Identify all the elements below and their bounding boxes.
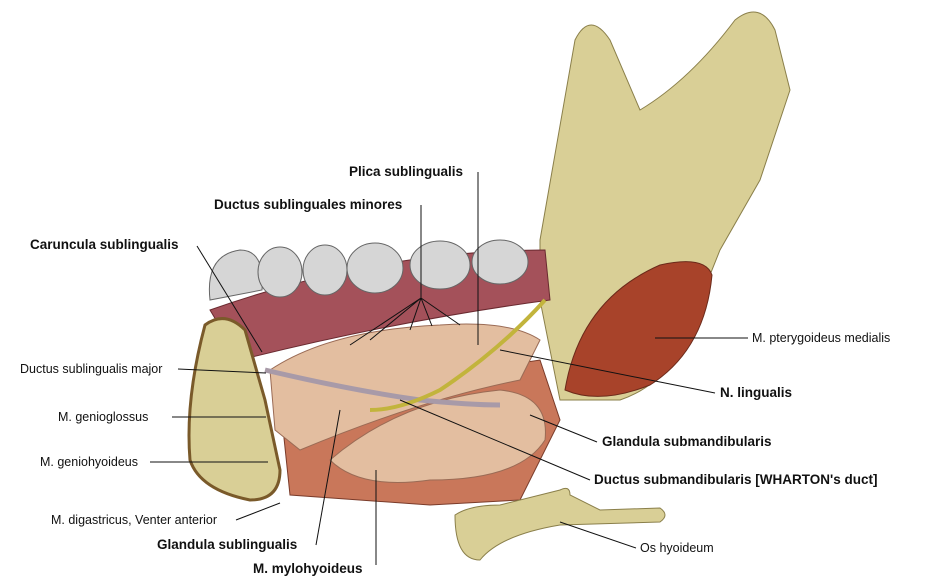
label-n-lingualis: N. lingualis [720, 385, 793, 400]
glandula-submandibularis-shape [329, 389, 546, 483]
m-pterygoideus-medialis-cut [564, 261, 713, 397]
n-lingualis-shape [369, 298, 547, 412]
label-m-genioglossus: M. genioglossus [58, 410, 149, 424]
label-caruncula-sublingualis: Caruncula sublingualis [30, 237, 179, 252]
os-hyoideum-shape [454, 487, 666, 561]
ductus-submandibularis-shape [264, 367, 501, 408]
label-os-hyoideum: Os hyoideum [640, 541, 714, 555]
label-m-digastricus: M. digastricus, Venter anterior [51, 513, 218, 527]
label-ductus-sublingualis-major: Ductus sublingualis major [20, 362, 163, 376]
label-m-mylohyoideus: M. mylohyoideus [253, 561, 363, 576]
label-m-geniohyoideus: M. geniohyoideus [40, 455, 138, 469]
label-plica-sublingualis: Plica sublingualis [349, 164, 464, 179]
label-glandula-submandibularis: Glandula submandibularis [602, 434, 772, 449]
label-ductus-sublinguales-minores: Ductus sublinguales minores [214, 197, 403, 212]
label-glandula-sublingualis: Glandula sublingualis [157, 537, 298, 552]
mandible-symphysis [187, 317, 282, 502]
leader-lines [150, 172, 748, 565]
label-ductus-submandibularis: Ductus submandibularis [WHARTON's duct] [594, 472, 878, 487]
glandula-sublingualis-shape [269, 323, 541, 451]
label-m-pterygoideus-medialis: M. pterygoideus medialis [752, 331, 891, 345]
teeth [208, 239, 529, 301]
